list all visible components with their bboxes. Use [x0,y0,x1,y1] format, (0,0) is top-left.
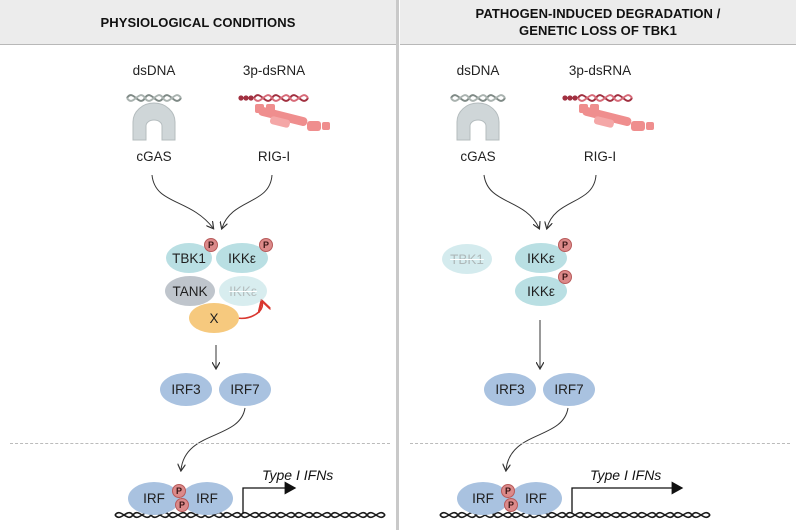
ikke-faded-node: IKKε [219,276,267,306]
tbk1-node: TBK1 [166,243,212,273]
type-i-ifns-label: Type I IFNs [590,467,662,483]
phospho-irf-badge: P [172,484,186,498]
phospho-irf-badge: P [501,484,515,498]
irf-dimer-right-node: IRF [181,482,233,515]
3p-dsrna-label: 3p-dsRNA [242,63,306,78]
promoter-dna-icon [439,511,711,519]
cgas-protein-icon [132,102,176,141]
transcription-start-arrow [571,481,684,513]
rig-i-label: RIG-I [257,149,291,164]
arrow-irf-to-dna [181,407,246,470]
phospho-tbk1-badge: P [204,238,218,252]
feedback-arrow [236,302,262,320]
arrow-rigi-to-complex [547,174,597,228]
promoter-dna-icon [114,511,386,519]
diagram-graphics [439,94,711,519]
panel-title-line1: PATHOGEN-INDUCED DEGRADATION / [475,6,721,21]
irf-dimer-left-node: IRF [128,482,180,515]
3p-dsrna-helix-icon [562,94,633,102]
dsdna-label: dsDNA [132,63,176,78]
arrow-rigi-to-complex [222,174,273,228]
irf3-node: IRF3 [160,373,212,406]
arrow-cgas-to-complex [151,174,213,228]
tank-node: TANK [165,276,215,306]
ikke-node: IKKε [216,243,268,273]
section-divider [410,443,790,444]
header-divider [0,44,396,45]
panel-divider [396,0,399,530]
phospho-ikke-badge: P [259,238,273,252]
dsdna-label: dsDNA [456,63,500,78]
cgas-label: cGAS [136,149,172,164]
dsdna-helix-icon [450,94,506,102]
arrow-irf-to-dna [506,407,569,470]
rig-i-protein-icon [255,104,330,131]
tbk1-degraded-node: TBK1 [442,244,492,274]
panel-title-line2: GENETIC LOSS OF TBK1 [518,23,677,38]
phospho-irf-badge: P [175,498,189,512]
panel-physiological: PHYSIOLOGICAL CONDITIONS [0,0,396,530]
rig-i-label: RIG-I [583,149,617,164]
irf3-node: IRF3 [484,373,536,406]
irf7-node: IRF7 [543,373,595,406]
rig-i-protein-icon [579,104,654,131]
x-protein-node: X [189,303,239,333]
panel-tbk1-loss: PATHOGEN-INDUCED DEGRADATION / GENETIC L… [400,0,796,530]
irf7-node: IRF7 [219,373,271,406]
header-bar [0,0,396,44]
header-bar [400,0,796,44]
type-i-ifns-label: Type I IFNs [262,467,334,483]
phospho-ikke-badge: P [558,270,572,284]
phospho-irf-badge: P [504,498,518,512]
irf-dimer-right-node: IRF [510,482,562,515]
diagram-graphics [114,94,386,519]
cgas-label: cGAS [460,149,496,164]
arrow-cgas-to-complex [483,174,539,228]
transcription-start-arrow [242,481,297,513]
section-divider [10,443,390,444]
3p-dsrna-label: 3p-dsRNA [568,63,632,78]
phospho-ikke-badge: P [558,238,572,252]
irf-dimer-left-node: IRF [457,482,509,515]
cgas-protein-icon [456,102,500,141]
header-divider [400,44,796,45]
3p-dsrna-helix-icon [238,94,309,102]
panel-title: PHYSIOLOGICAL CONDITIONS [100,15,296,30]
dsdna-helix-icon [126,94,182,102]
